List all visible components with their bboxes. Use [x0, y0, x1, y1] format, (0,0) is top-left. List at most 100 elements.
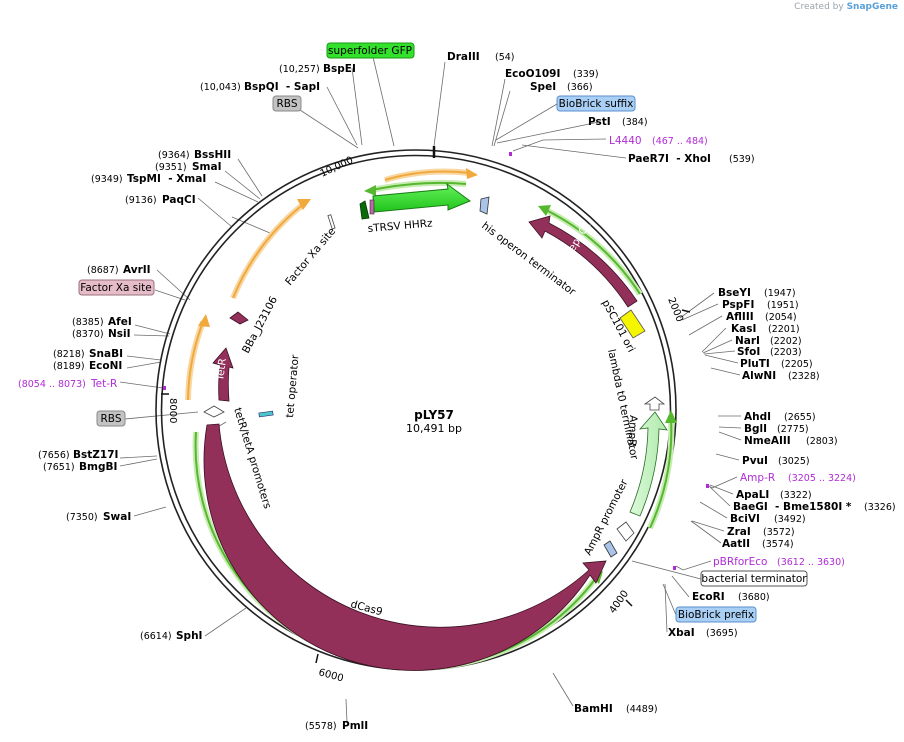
psc101-ori-block — [619, 309, 646, 339]
ampr-promoter-marker — [616, 521, 635, 542]
primer-tet-r-pos: (8054 .. 8073) — [18, 379, 86, 390]
svg-text:Factor Xa site: Factor Xa site — [80, 282, 151, 294]
site-pluti-pos: (2205) — [781, 359, 813, 370]
site-bstz17i-pos: (7656) — [38, 450, 70, 461]
site-bspei: BspEI — [323, 63, 356, 75]
box-rbs-left: RBS — [96, 410, 126, 427]
site-ecori-pos: (3680) — [738, 592, 770, 603]
tetr-tetA-promoters-marker — [203, 405, 225, 418]
rbs-spacer-top — [369, 199, 375, 215]
snapgene-logo-text: SnapGene — [846, 2, 898, 12]
site-bcivi: BciVI — [730, 513, 760, 525]
tick-label-8000: 8000 — [167, 398, 178, 423]
tick-label-6000: 6000 — [317, 667, 344, 684]
site-bsshii: BssHII — [194, 149, 231, 161]
site-kasi-pos: (2201) — [768, 324, 800, 335]
site-baegi-bme1580i-pos: (3326) — [864, 502, 896, 513]
box-biobrick-suffix: BioBrick suffix — [556, 95, 636, 112]
site-ahdi: AhdI — [744, 411, 771, 423]
svg-text:bacterial terminator: bacterial terminator — [701, 573, 807, 585]
site-bamhi: BamHI — [574, 703, 613, 715]
box-biobrick-prefix: BioBrick prefix — [675, 606, 757, 623]
site-aflIII: AflIII — [726, 311, 754, 323]
site-bgli: BglI — [744, 423, 767, 435]
site-baegi-bme1580i: BaeGI - Bme1580I * — [733, 501, 852, 513]
site-sfoi: SfoI — [737, 346, 760, 358]
site-draiii-pos: (54) — [495, 52, 515, 63]
feature-label-tetr-tetA-promoters: tetR/tetA promoters — [231, 406, 273, 510]
site-smai: SmaI — [192, 161, 222, 173]
site-tspmi-xmai-pos: (9349) — [91, 174, 123, 185]
site-nari-pos: (2202) — [770, 336, 802, 347]
site-bseyi-pos: (1947) — [764, 288, 796, 299]
site-bcivi-pos: (3492) — [774, 514, 806, 525]
site-bspei-pos: (10,257) — [279, 64, 320, 75]
primer-amp-r: Amp-R — [740, 472, 775, 484]
tick-label-2000: 2000 — [665, 296, 685, 324]
site-ahdi-pos: (2655) — [784, 412, 816, 423]
site-sfoi-pos: (2203) — [770, 347, 802, 358]
plasmid-length: 10,491 bp — [406, 422, 462, 435]
box-superfolder-gfp: superfolder GFP — [326, 42, 415, 59]
primer-pbrforeco-pos: (3612 .. 3630) — [777, 557, 845, 568]
box-rbs-top: RBS — [272, 95, 302, 112]
rep101-cds-arrow — [528, 215, 638, 308]
site-pmli: PmlI — [342, 720, 368, 732]
site-swai: SwaI — [103, 511, 131, 523]
site-ecori: EcoRI — [692, 591, 725, 603]
site-bmgbi: BmgBI — [79, 461, 117, 473]
tick-label-10000: 10,000 — [319, 155, 355, 180]
lambda-t0-terminator-marker — [643, 396, 666, 411]
site-pvui: PvuI — [742, 455, 768, 467]
site-nmeaiii: NmeAIII — [744, 435, 791, 447]
site-alwni: AlwNI — [742, 370, 776, 382]
position-ticks — [161, 146, 691, 664]
site-nsii: NsiI — [108, 328, 131, 340]
feature-label-factor-xa-site: Factor Xa site — [283, 226, 338, 288]
site-paqci-pos: (9136) — [125, 195, 157, 206]
snapgene-credit: Created by SnapGene — [794, 2, 898, 12]
site-avrii-pos: (8687) — [87, 265, 119, 276]
site-pspfi-pos: (1951) — [767, 300, 799, 311]
factor-xa-marker — [327, 214, 336, 230]
site-xbai: XbaI — [668, 627, 695, 639]
plasmid-name: pLY57 — [414, 408, 454, 422]
site-pluti: PluTI — [740, 358, 770, 370]
feature-label-strsv-hhrz: sTRSV HHRz — [367, 217, 433, 235]
tet-operator-marker — [258, 410, 274, 418]
site-psti-pos: (384) — [622, 117, 648, 128]
site-bmgbi-pos: (7651) — [43, 462, 75, 473]
site-spei-pos: (366) — [567, 82, 593, 93]
site-paqci: PaqCI — [162, 194, 196, 206]
site-avrii: AvrII — [123, 264, 151, 276]
primer-tet-r: Tet-R — [90, 378, 117, 390]
leader-lines — [119, 56, 742, 723]
feature-label-ampr: AmpR — [626, 415, 639, 447]
site-paer7i-xhoi-pos: (539) — [729, 154, 755, 165]
site-bspqi-sapi: BspQI - SapI — [244, 81, 320, 93]
site-pspfi: PspFI — [722, 299, 754, 311]
site-nsii-pos: (8370) — [72, 329, 104, 340]
dcas9-cds-arrow — [203, 423, 607, 671]
ampr-cds-arrow — [629, 411, 668, 517]
site-afei: AfeI — [108, 316, 132, 328]
rbs-feature-top — [359, 200, 370, 220]
feature-label-tet-operator: tet operator — [284, 354, 302, 419]
site-pvui-pos: (3025) — [778, 456, 810, 467]
his-terminator-marker — [479, 196, 490, 215]
site-kasi: KasI — [731, 323, 756, 335]
site-spei: SpeI — [530, 81, 556, 93]
site-econi-pos: (8189) — [53, 361, 85, 372]
svg-text:RBS: RBS — [101, 413, 122, 425]
site-zrai-pos: (3572) — [763, 527, 795, 538]
site-tspmi-xmai: TspMI - XmaI — [127, 173, 206, 185]
site-sphi: SphI — [176, 630, 202, 642]
site-apali: ApaLI — [736, 489, 769, 501]
site-alwni-pos: (2328) — [788, 371, 820, 382]
primer-pbrforeco: pBRforEco — [713, 556, 767, 568]
site-zrai: ZraI — [727, 526, 751, 538]
site-draiii: DraIII — [447, 51, 480, 63]
svg-text:BioBrick prefix: BioBrick prefix — [678, 609, 754, 621]
site-bstz17i: BstZ17I — [73, 449, 118, 461]
